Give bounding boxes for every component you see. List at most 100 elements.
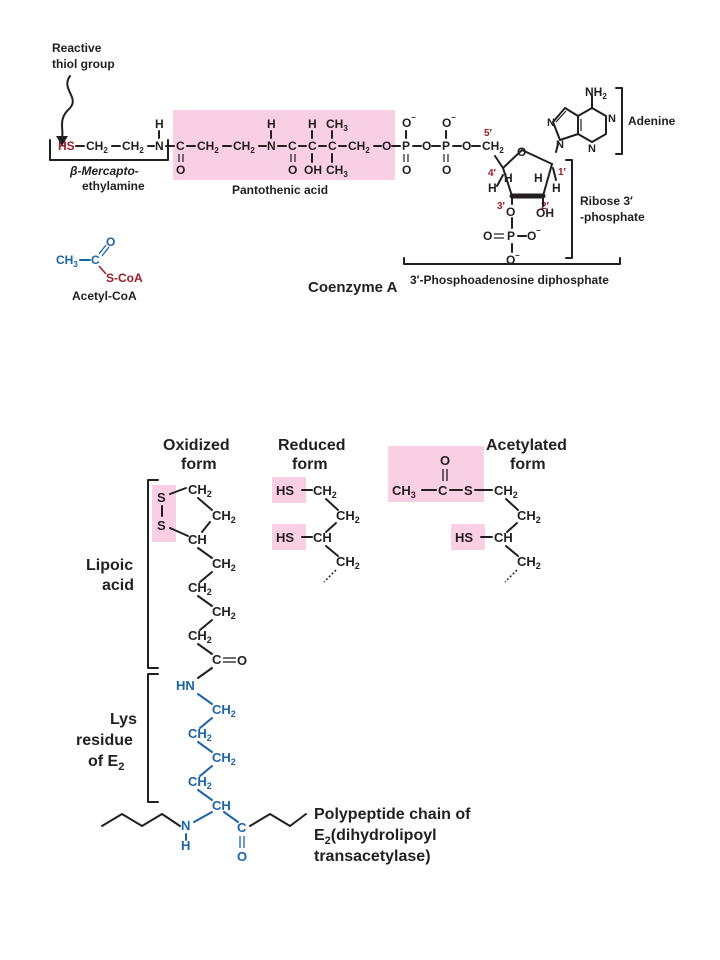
phosphorus-2: P bbox=[442, 139, 450, 153]
reduced-ch2-mid: CH2 bbox=[336, 508, 360, 525]
p3-o-minus-right: O bbox=[527, 229, 536, 243]
adenine-label: Adenine bbox=[628, 114, 676, 128]
backbone-o: O bbox=[237, 849, 247, 864]
mercapto-label-2: ethylamine bbox=[82, 179, 145, 193]
lys-ch: CH bbox=[212, 798, 231, 813]
prime-3: 3′ bbox=[497, 201, 506, 212]
acetylated-heading-2: form bbox=[510, 456, 546, 473]
ch2-4: CH2 bbox=[233, 139, 255, 155]
amide-n-2: N bbox=[267, 139, 276, 153]
p3-o-double: O bbox=[483, 229, 492, 243]
mercapto-bracket bbox=[49, 139, 169, 161]
acetyl-s-coa: S-CoA bbox=[106, 271, 143, 285]
chiral-oh: OH bbox=[304, 163, 322, 177]
lys-label-3: of E2 bbox=[88, 753, 124, 773]
carbonyl-c-2: C bbox=[288, 139, 297, 153]
oxidized-heading-1: Oxidized bbox=[163, 437, 230, 454]
thiol-label: thiol group bbox=[52, 57, 115, 71]
adenine-n3: N bbox=[588, 143, 596, 155]
svg-text:−: − bbox=[536, 226, 541, 235]
prime-1: 1′ bbox=[558, 167, 567, 178]
reduced-ch2-bottom: CH2 bbox=[336, 554, 360, 571]
adenine-nh2: NH2 bbox=[585, 85, 607, 101]
sulfur-1: S bbox=[157, 490, 166, 505]
acetylated-hs: HS bbox=[455, 530, 473, 545]
p3-o-minus-bottom: O bbox=[506, 253, 515, 267]
adenine-bracket bbox=[615, 87, 623, 155]
ox-chain-3: CH2 bbox=[212, 604, 236, 621]
phosphorus-1: P bbox=[402, 139, 410, 153]
ox-ch2-ring: CH2 bbox=[188, 482, 212, 499]
ribose-label-2: -phosphate bbox=[580, 210, 645, 224]
svg-text:−: − bbox=[515, 251, 520, 260]
phosphorus-3: P bbox=[507, 229, 515, 243]
ring-o: O bbox=[517, 145, 526, 159]
reduced-hs-1-highlight bbox=[272, 477, 306, 503]
disulfide-highlight bbox=[152, 485, 176, 542]
ring-h-1: H bbox=[552, 181, 561, 195]
sulfur-2: S bbox=[157, 518, 166, 533]
reduced-hs-1: HS bbox=[276, 483, 294, 498]
amide-h-1: H bbox=[155, 117, 164, 131]
adenine-n7: N bbox=[547, 117, 555, 129]
ring-h-2: H bbox=[534, 171, 543, 185]
methyl-bottom: CH3 bbox=[326, 163, 348, 179]
ox-chain-4: CH2 bbox=[188, 628, 212, 645]
acetyl-ch3: CH3 bbox=[56, 253, 78, 269]
amide-oxygen: O bbox=[237, 653, 247, 668]
prime-5: 5′ bbox=[484, 128, 493, 139]
reduced-heading-2: form bbox=[292, 456, 328, 473]
lys-hn: HN bbox=[176, 678, 195, 693]
ribose-label-1: Ribose 3′ bbox=[580, 194, 633, 208]
acetylated-ch2-top: CH2 bbox=[494, 483, 518, 500]
ox-chain-2: CH2 bbox=[188, 580, 212, 597]
prime-4: 4′ bbox=[488, 168, 497, 179]
ch2-2: CH2 bbox=[122, 139, 144, 155]
svg-text:−: − bbox=[411, 113, 416, 122]
coenzyme-a-label: Coenzyme A bbox=[308, 279, 398, 296]
acetyl-c: C bbox=[91, 253, 100, 267]
ox-ch2-ring-2: CH2 bbox=[212, 508, 236, 525]
pantothenic-label: Pantothenic acid bbox=[232, 183, 328, 197]
backbone-h: H bbox=[181, 838, 190, 853]
acetyl-coa-structure: CH3 C O S-CoA Acetyl-CoA bbox=[56, 235, 143, 303]
acetylated-hs-highlight bbox=[451, 524, 485, 550]
ribose-bracket bbox=[565, 159, 573, 259]
adenine-n1: N bbox=[608, 113, 616, 125]
acetyl-c-lipoic: C bbox=[438, 483, 448, 498]
lys-ch2-4: CH2 bbox=[188, 774, 212, 791]
reduced-hs-2: HS bbox=[276, 530, 294, 545]
carbonyl-o-1: O bbox=[176, 163, 185, 177]
reduced-ch: CH bbox=[313, 530, 332, 545]
ch2-1: CH2 bbox=[86, 139, 108, 155]
acetylated-ch: CH bbox=[494, 530, 513, 545]
acetyl-highlight bbox=[388, 446, 484, 502]
ester-o: O bbox=[382, 139, 391, 153]
hs-group: HS bbox=[58, 139, 75, 153]
ox-ch: CH bbox=[188, 532, 207, 547]
acetyl-s-lipoic: S bbox=[464, 483, 473, 498]
acetyl-coa-label: Acetyl-CoA bbox=[72, 289, 137, 303]
coenzyme-a-structure: Reactive thiol group HS CH2 CH2 N H C O … bbox=[49, 41, 676, 296]
reduced-hs-2-highlight bbox=[272, 524, 306, 550]
chiral-c: C bbox=[308, 139, 317, 153]
ribose-2-oh: OH bbox=[536, 206, 554, 220]
chiral-h: H bbox=[308, 117, 317, 131]
ribose-ch2: CH2 bbox=[482, 139, 504, 155]
oxidized-heading-2: form bbox=[181, 456, 217, 473]
ring-h-3: H bbox=[504, 171, 513, 185]
methyl-top: CH3 bbox=[326, 117, 348, 133]
backbone-n: N bbox=[181, 818, 190, 833]
ring-h-4: H bbox=[488, 181, 497, 195]
ox-chain-1: CH2 bbox=[212, 556, 236, 573]
lys-label-2: residue bbox=[76, 732, 133, 749]
acetyl-o: O bbox=[106, 235, 115, 249]
lipoic-panel: Oxidized form Reduced form Acetylated fo… bbox=[76, 437, 567, 865]
backbone-left bbox=[101, 813, 181, 827]
backbone-right bbox=[249, 813, 307, 827]
ch2-3: CH2 bbox=[197, 139, 219, 155]
polypeptide-label-3: transacetylase) bbox=[314, 848, 431, 865]
bridge-o: O bbox=[422, 139, 431, 153]
acetylated-ch2-mid: CH2 bbox=[517, 508, 541, 525]
ch2-5: CH2 bbox=[348, 139, 370, 155]
